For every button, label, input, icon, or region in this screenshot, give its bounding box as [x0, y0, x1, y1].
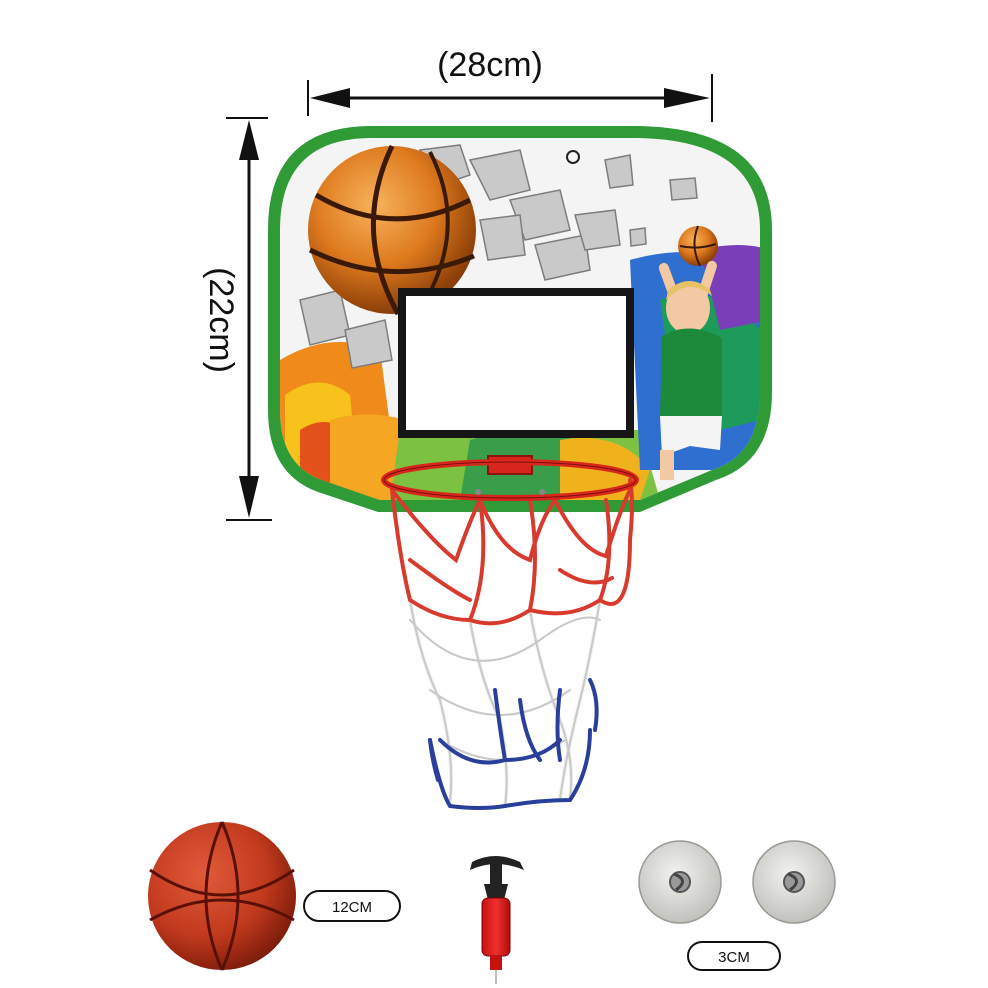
arrow-down-icon	[239, 476, 259, 518]
suction-size-label: 3CM	[718, 949, 750, 966]
target-square	[398, 288, 634, 438]
arrow-right-icon	[664, 88, 710, 108]
width-label: (28cm)	[437, 46, 543, 84]
air-pump	[470, 856, 524, 984]
backboard	[268, 126, 772, 512]
arrow-left-icon	[310, 88, 350, 108]
width-dimension: (28cm)	[307, 46, 713, 122]
ball-size-badge: 12CM	[303, 890, 401, 922]
height-label: (22cm)	[202, 267, 240, 373]
height-dimension: (22cm)	[202, 117, 272, 521]
ball-size-label: 12CM	[332, 899, 372, 916]
player-graphic	[658, 225, 722, 480]
mini-basketball	[148, 821, 296, 971]
hoop-rim	[381, 455, 639, 501]
suction-cup-right	[752, 840, 836, 924]
arrow-up-icon	[239, 120, 259, 160]
net	[390, 478, 634, 810]
suction-size-badge: 3CM	[687, 941, 781, 971]
suction-cup-left	[638, 840, 722, 924]
